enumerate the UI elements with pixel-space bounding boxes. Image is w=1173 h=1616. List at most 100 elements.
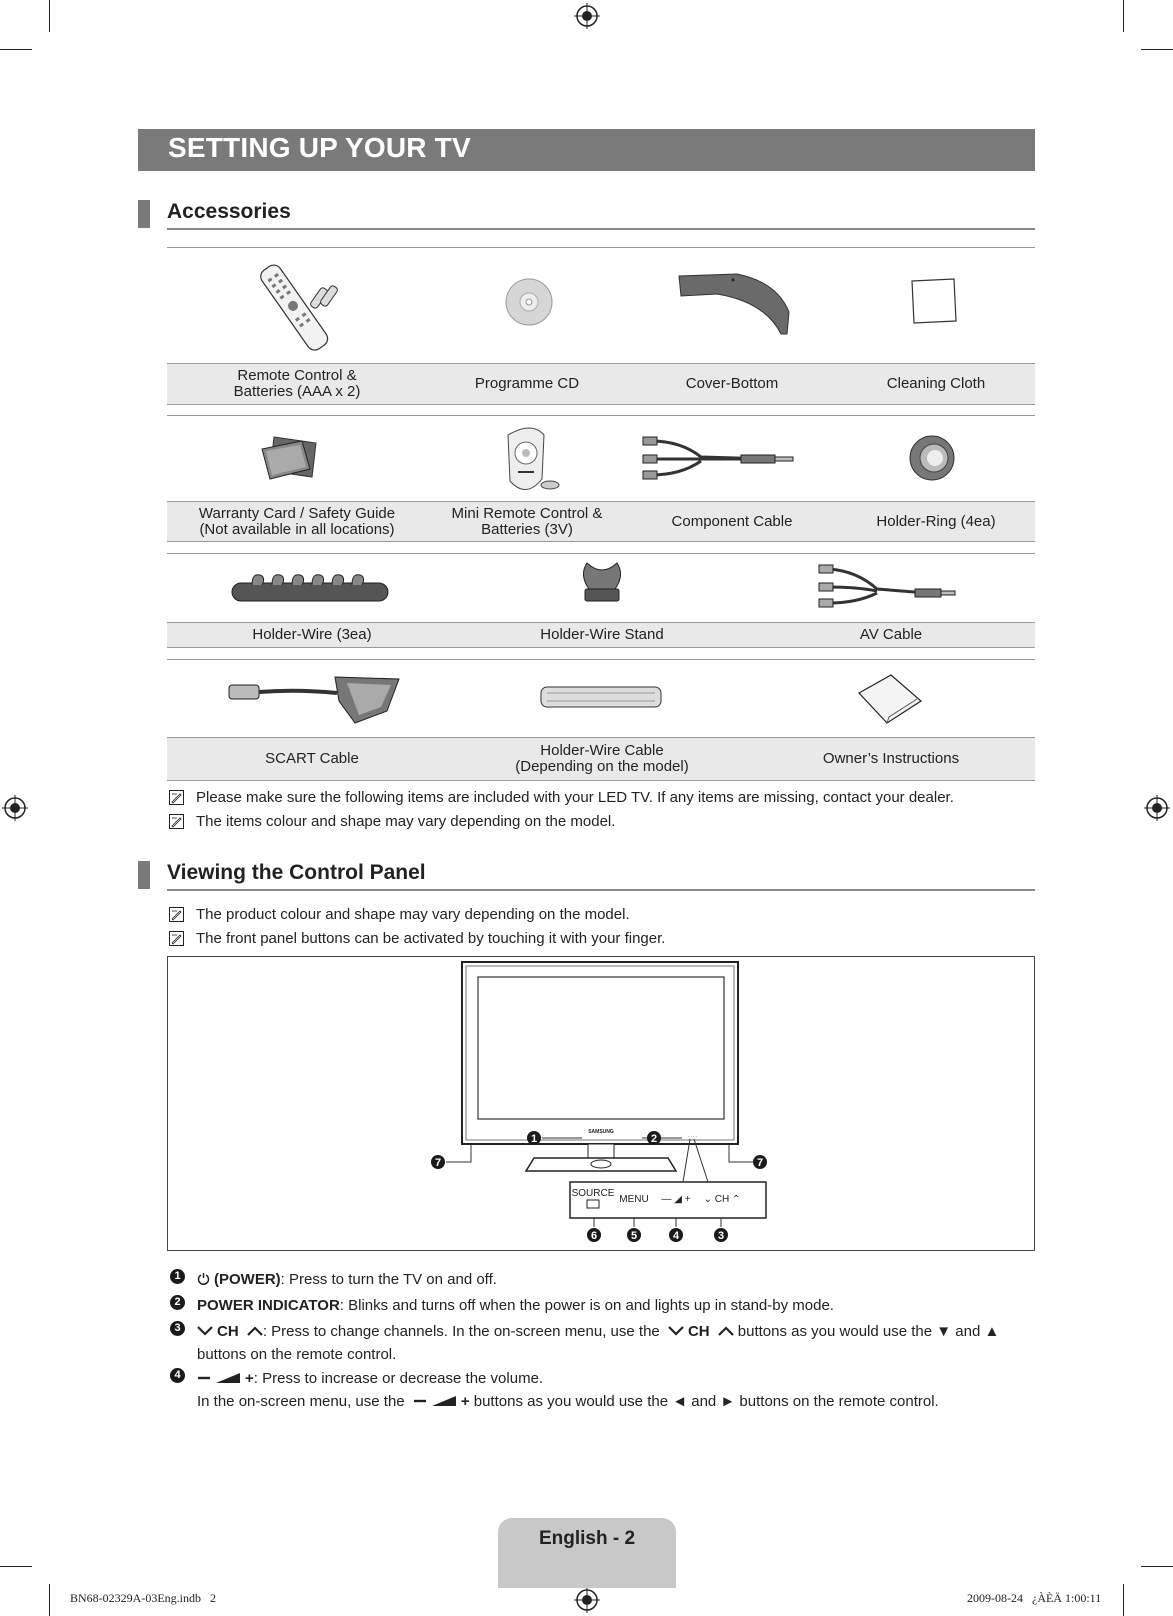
item-label: POWER INDICATOR bbox=[197, 1297, 340, 1314]
accessory-label: Holder-Wire (3ea) bbox=[252, 626, 372, 643]
print-slug-left: BN68-02329A-03Eng.indb 2 bbox=[70, 1591, 216, 1605]
accessory-row-3: Holder-Wire (3ea) Holder-Wire Stand AV C… bbox=[167, 553, 1035, 648]
registration-mark-icon bbox=[574, 1587, 600, 1613]
row-divider bbox=[167, 247, 1035, 248]
chevron-up-icon bbox=[718, 1326, 734, 1336]
note-text: The front panel buttons can be activated… bbox=[196, 930, 666, 947]
row-divider bbox=[167, 553, 1035, 554]
crop-mark bbox=[0, 1566, 32, 1567]
accessory-labels-row: Holder-Wire (3ea) Holder-Wire Stand AV C… bbox=[167, 622, 1035, 648]
section-heading-text: Accessories bbox=[167, 200, 291, 223]
accessory-label: AV Cable bbox=[859, 626, 923, 643]
page-title: SETTING UP YOUR TV bbox=[168, 132, 471, 163]
volume-minus-icon bbox=[413, 1399, 426, 1403]
callout-7: 7 bbox=[757, 1157, 763, 1169]
accessory-row-1: Remote Control & Batteries (AAA x 2) Pro… bbox=[167, 247, 1035, 405]
accessory-label: Holder-Ring (4ea) bbox=[876, 512, 996, 530]
source-button-label: SOURCE bbox=[572, 1188, 615, 1199]
accessory-label: Programme CD bbox=[474, 375, 580, 392]
heading-rule bbox=[167, 228, 1035, 230]
section-heading-text: Viewing the Control Panel bbox=[167, 861, 426, 884]
item-text: : Press to increase or decrease the volu… bbox=[253, 1370, 544, 1387]
av-cable-icon bbox=[818, 564, 956, 608]
accessory-label: SCART Cable bbox=[265, 750, 359, 767]
item-body: (POWER): Press to turn the TV on and off… bbox=[197, 1268, 1017, 1291]
tv-front-illustration: SAMSUNG · ·· · SOURCE MENU — ◢ + ⌄ CH ⌃ bbox=[431, 961, 767, 1242]
note-text: Please make sure the following items are… bbox=[196, 789, 954, 806]
section-heading-accessories: Accessories bbox=[138, 200, 1035, 230]
accessory-label: Holder-Wire Cable (Depending on the mode… bbox=[515, 742, 689, 775]
callout-6: 6 bbox=[591, 1230, 597, 1242]
scart-cable-icon bbox=[228, 676, 400, 724]
crop-mark bbox=[1123, 1584, 1124, 1616]
cd-icon bbox=[505, 278, 553, 326]
holder-wire-stand-icon bbox=[583, 562, 621, 602]
item-text: buttons on the remote control. bbox=[197, 1346, 397, 1363]
row-divider bbox=[167, 659, 1035, 660]
crop-mark bbox=[1123, 0, 1124, 32]
registration-mark-icon bbox=[1144, 795, 1170, 821]
accessory-labels-row: Remote Control & Batteries (AAA x 2) Pro… bbox=[167, 363, 1035, 405]
holder-ring-icon bbox=[909, 435, 955, 481]
cover-bottom-icon bbox=[678, 273, 790, 335]
note-icon bbox=[169, 931, 184, 946]
tv-brand-logo: SAMSUNG bbox=[588, 1129, 614, 1135]
owners-instructions-icon bbox=[858, 674, 922, 724]
item-text: : Press to turn the TV on and off. bbox=[280, 1271, 497, 1288]
mini-remote-icon bbox=[507, 427, 560, 490]
component-cable-icon bbox=[642, 436, 794, 480]
heading-rule bbox=[167, 889, 1035, 891]
volume-ramp-icon bbox=[216, 1373, 240, 1383]
accessory-labels-row: Warranty Card / Safety Guide (Not availa… bbox=[167, 501, 1035, 542]
holder-wire-cable-icon bbox=[540, 686, 662, 708]
volume-button-label: — ◢ + bbox=[661, 1194, 690, 1205]
item-text: In the on-screen menu, use the bbox=[197, 1393, 405, 1410]
cleaning-cloth-icon bbox=[911, 278, 957, 324]
item-label: CH bbox=[687, 1323, 710, 1340]
chevron-up-icon bbox=[247, 1326, 263, 1336]
accessory-label: Cover-Bottom bbox=[685, 375, 779, 392]
menu-button-label: MENU bbox=[619, 1194, 648, 1205]
callout-2: 2 bbox=[651, 1133, 657, 1145]
item-text: buttons as you would use the ◄ and ► but… bbox=[473, 1393, 939, 1410]
note-icon bbox=[169, 907, 184, 922]
warranty-card-icon bbox=[261, 436, 317, 480]
callout-7: 7 bbox=[435, 1157, 441, 1169]
item-label: + bbox=[460, 1393, 470, 1410]
note-text: The product colour and shape may vary de… bbox=[196, 906, 630, 923]
accessory-label: Mini Remote Control & Batteries (3V) bbox=[451, 504, 603, 538]
section-heading-control-panel: Viewing the Control Panel bbox=[138, 861, 1035, 891]
volume-ramp-icon bbox=[431, 1396, 456, 1406]
crop-mark bbox=[49, 0, 50, 32]
holder-wire-icon bbox=[231, 574, 389, 602]
item-label: (POWER) bbox=[214, 1271, 281, 1288]
volume-minus-icon bbox=[198, 1376, 210, 1380]
accessory-row-4: SCART Cable Holder-Wire Cable (Depending… bbox=[167, 659, 1035, 781]
item-number: 2 bbox=[170, 1295, 185, 1310]
note-icon bbox=[169, 790, 184, 805]
page-number-label: English - 2 bbox=[538, 1528, 636, 1549]
heading-marker bbox=[138, 861, 150, 889]
svg-text:· ·· ·: · ·· · bbox=[688, 1134, 698, 1140]
crop-mark bbox=[49, 1584, 50, 1616]
control-panel-diagram: SAMSUNG · ·· · SOURCE MENU — ◢ + ⌄ CH ⌃ bbox=[167, 956, 1035, 1251]
page-number-tab: English - 2 bbox=[498, 1518, 676, 1588]
callout-3: 3 bbox=[718, 1230, 724, 1242]
note-icon bbox=[169, 814, 184, 829]
accessory-label: Cleaning Cloth bbox=[886, 375, 986, 392]
item-body: POWER INDICATOR: Blinks and turns off wh… bbox=[197, 1294, 1017, 1317]
callout-5: 5 bbox=[631, 1230, 637, 1242]
chevron-down-icon bbox=[668, 1326, 684, 1336]
accessory-label: Component Cable bbox=[671, 512, 793, 530]
item-text: : Press to change channels. In the on-sc… bbox=[262, 1323, 660, 1340]
callout-4: 4 bbox=[673, 1230, 680, 1242]
callout-1: 1 bbox=[531, 1133, 537, 1145]
accessory-label: Holder-Wire Stand bbox=[540, 626, 664, 643]
chevron-down-icon bbox=[197, 1326, 213, 1336]
item-body: CH : Press to change channels. In the on… bbox=[197, 1320, 1017, 1366]
crop-mark bbox=[1141, 1566, 1173, 1567]
registration-mark-icon bbox=[574, 3, 600, 29]
item-number: 1 bbox=[170, 1269, 185, 1284]
accessory-label: Remote Control & Batteries (AAA x 2) bbox=[233, 367, 361, 400]
item-text: : Blinks and turns off when the power is… bbox=[339, 1297, 834, 1314]
